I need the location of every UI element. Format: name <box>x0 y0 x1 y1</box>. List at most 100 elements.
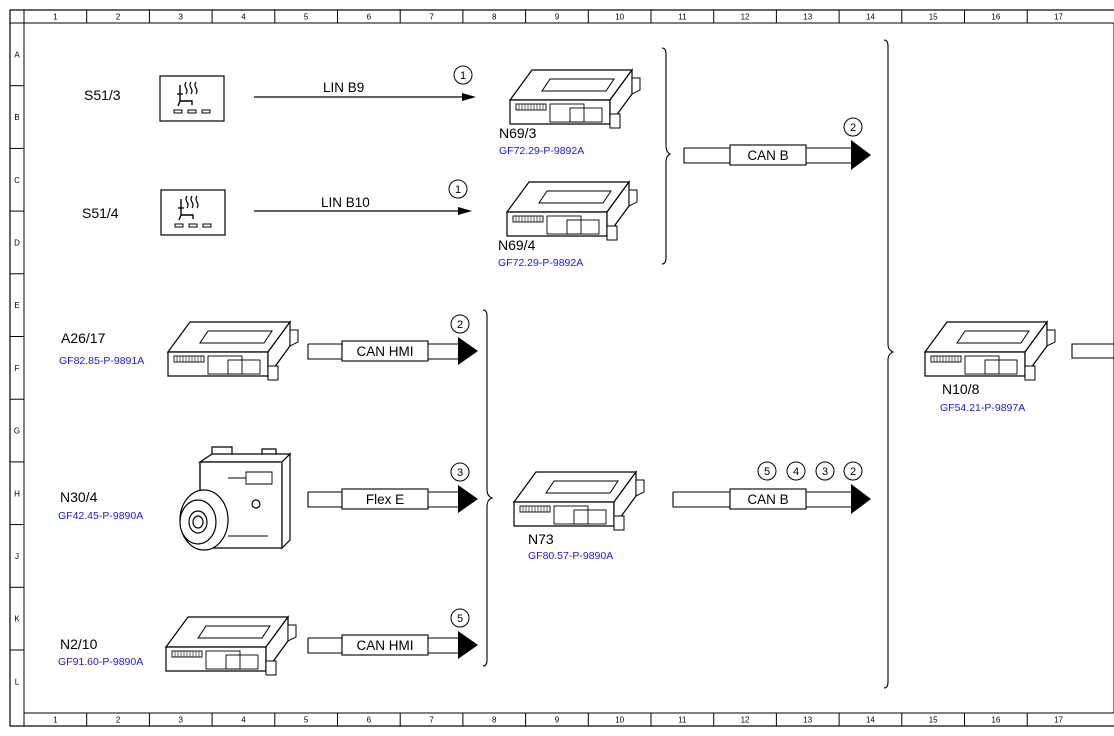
row-letter: C <box>14 176 20 185</box>
can-hmi-a26-marker: 2 <box>457 319 463 331</box>
lin-b9-marker-circle <box>453 65 473 85</box>
can-b-upper-marker: 2 <box>850 122 856 134</box>
can-b-upper-marker-circle <box>843 117 863 137</box>
column-number: 16 <box>991 13 1000 22</box>
n30-4-label: N30/4 <box>60 489 98 505</box>
control-unit-a26-17 <box>167 321 299 381</box>
n30-4-ref: GF42.45-P-9890A <box>58 510 143 522</box>
can-b-lower-marker-3: 3 <box>822 466 828 478</box>
can-hmi-a26-box <box>341 340 429 362</box>
can-b-lower-marker-1: 5 <box>764 466 770 478</box>
row-letter: F <box>15 364 20 373</box>
can-hmi-n2-marker-circle <box>450 608 470 628</box>
n10-8-label: N10/8 <box>942 381 980 397</box>
s51-4-label: S51/4 <box>82 205 119 221</box>
column-number: 1 <box>53 716 58 725</box>
column-number: 13 <box>803 716 812 725</box>
n2-10-ref: GF91.60-P-9890A <box>58 656 143 668</box>
column-number: 6 <box>367 716 372 725</box>
flex-e-shaft <box>428 491 460 508</box>
column-number: 1 <box>53 13 58 22</box>
can-b-lower-marker-circle-4 <box>843 461 863 481</box>
n2-10-label: N2/10 <box>60 636 98 652</box>
row-letter: K <box>14 615 20 624</box>
n69-4-label: N69/4 <box>498 237 536 253</box>
column-number: 3 <box>179 716 184 725</box>
flex-e-marker: 3 <box>457 467 463 479</box>
row-letter: E <box>14 301 19 310</box>
flex-e-box <box>341 488 429 510</box>
column-number: 17 <box>1054 716 1063 725</box>
can-hmi-a26-label: CAN HMI <box>357 344 414 359</box>
can-b-lower-arrowhead <box>851 484 871 514</box>
row-letter: A <box>14 50 20 59</box>
n73-label: N73 <box>528 531 554 547</box>
can-hmi-n2-shaft <box>428 637 460 654</box>
n10-8-ref: GF54.21-P-9897A <box>940 402 1025 414</box>
column-number: 10 <box>615 716 624 725</box>
column-number: 5 <box>304 13 309 22</box>
column-number: 6 <box>367 13 372 22</box>
brace-n73 <box>482 309 494 667</box>
can-hmi-n2-tail <box>307 637 343 654</box>
column-number: 14 <box>866 13 875 22</box>
can-b-upper-box <box>729 144 807 166</box>
can-hmi-n2-marker: 5 <box>457 613 463 625</box>
column-number: 11 <box>678 716 687 725</box>
lin-b10-arrowhead <box>458 207 472 215</box>
flex-e-marker-circle <box>450 462 470 482</box>
outer-frame <box>9 9 1114 727</box>
can-b-upper-shaft <box>806 147 852 164</box>
column-number: 7 <box>429 716 434 725</box>
column-number: 7 <box>429 13 434 22</box>
column-number: 8 <box>492 13 497 22</box>
column-number: 13 <box>803 13 812 22</box>
n69-4-ref: GF72.29-P-9892A <box>498 257 583 269</box>
row-letter: H <box>14 489 20 498</box>
control-unit-n10-8 <box>924 321 1056 381</box>
seat-heating-switch-s51-3 <box>159 75 225 122</box>
lin-b10-marker: 1 <box>455 184 461 196</box>
column-number: 2 <box>116 13 121 22</box>
lin-b10-marker-circle <box>448 179 468 199</box>
column-number: 17 <box>1054 13 1063 22</box>
can-hmi-a26-shaft <box>428 343 460 360</box>
can-hmi-n2-label: CAN HMI <box>357 638 414 653</box>
can-b-lower-marker-circle-2 <box>786 461 806 481</box>
inner-frame <box>23 22 1114 714</box>
column-number: 11 <box>678 13 687 22</box>
abs-unit-n30-4 <box>179 446 292 551</box>
can-hmi-a26-marker-circle <box>450 314 470 334</box>
can-hmi-a26-tail <box>307 343 343 360</box>
n69-3-label: N69/3 <box>499 125 537 141</box>
row-letter: L <box>15 677 20 686</box>
brace-main <box>883 39 895 689</box>
can-b-lower-marker-circle-3 <box>815 461 835 481</box>
can-b-upper-tail <box>683 147 731 164</box>
column-number: 12 <box>741 716 750 725</box>
column-number: 12 <box>741 13 750 22</box>
column-number: 3 <box>179 13 184 22</box>
lin-b9-arrowhead <box>462 93 476 101</box>
can-b-lower-marker-4: 2 <box>850 466 856 478</box>
can-b-lower-tail <box>672 491 731 508</box>
s51-3-label: S51/3 <box>84 87 121 103</box>
column-number: 10 <box>615 13 624 22</box>
can-b-lower-marker-2: 4 <box>793 466 799 478</box>
n10-8-output-tail <box>1071 343 1114 359</box>
column-number: 14 <box>866 716 875 725</box>
control-unit-n2-10 <box>165 616 297 676</box>
column-number: 4 <box>241 13 246 22</box>
can-hmi-a26-arrowhead <box>458 337 478 365</box>
column-number: 8 <box>492 716 497 725</box>
column-number: 2 <box>116 716 121 725</box>
can-hmi-n2-box <box>341 634 429 656</box>
column-number: 15 <box>929 716 938 725</box>
can-b-lower-label: CAN B <box>747 492 788 507</box>
n69-3-ref: GF72.29-P-9892A <box>499 145 584 157</box>
control-unit-n69-3 <box>509 69 641 129</box>
